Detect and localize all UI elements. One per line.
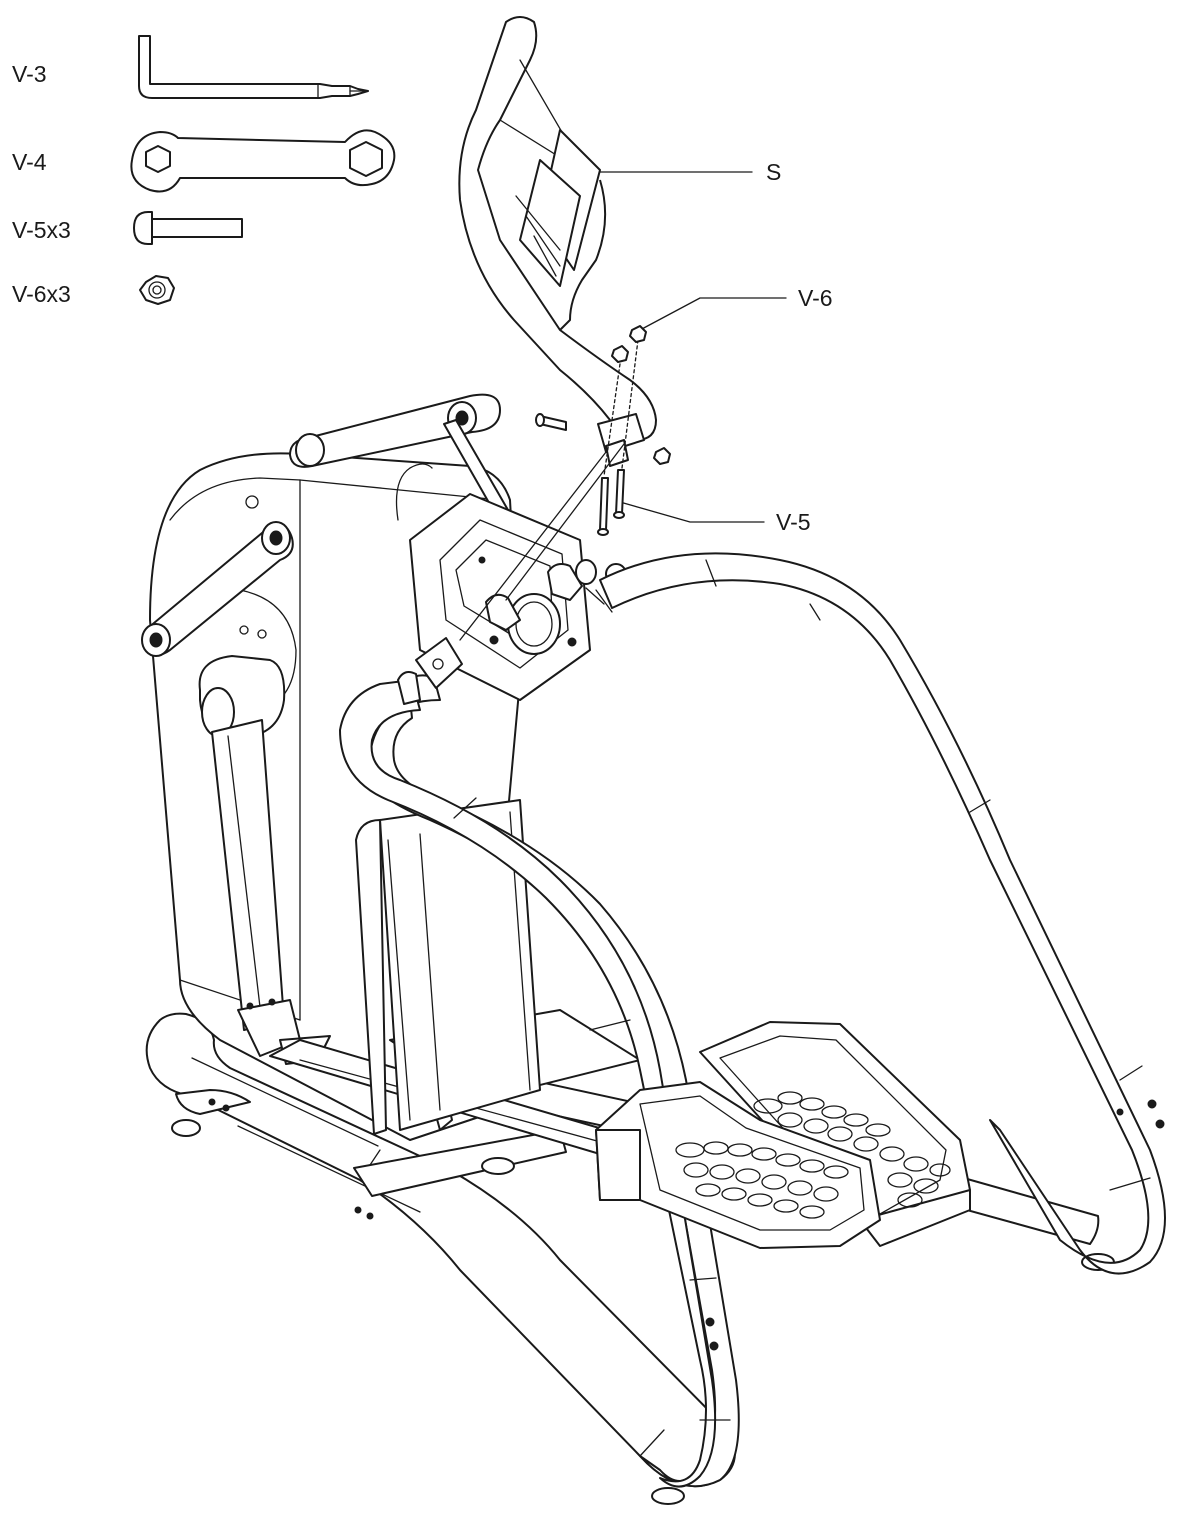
double-wrench-icon [130,129,396,193]
left-rail [339,637,740,1488]
parts-list: V-3 V-4 V-5x3 V-6x3 [12,35,396,307]
crank-cap [198,655,331,1065]
console [409,493,627,701]
base-frame [145,1012,1115,1505]
tread-pattern-rear [753,1091,951,1208]
part-label-v4: V-4 [12,149,47,175]
handlebar-s [458,16,657,467]
callout-v5: V-5 [776,509,811,535]
part-label-v5: V-5x3 [12,217,71,243]
column [355,799,541,1135]
part-label-v3: V-3 [12,61,47,87]
allen-key-icon [138,35,369,99]
right-rail [599,552,1166,1275]
bolt-icon [133,211,243,245]
foot-front [651,1487,685,1505]
callout-line-v5 [619,501,765,523]
foot-center [481,1157,515,1175]
callout-v6: V-6 [798,285,833,311]
part-label-v6: V-6x3 [12,281,71,307]
foot-left [171,1119,201,1137]
callout-s: S [766,159,781,185]
elliptical-trainer [141,16,1166,1505]
hex-nut-icon [139,275,175,305]
callout-line-v6 [639,297,787,331]
tread-pattern-front [675,1141,849,1219]
pedals [595,1021,971,1249]
hardware-exploded [459,325,671,641]
callouts: S V-6 V-5 [589,159,833,535]
